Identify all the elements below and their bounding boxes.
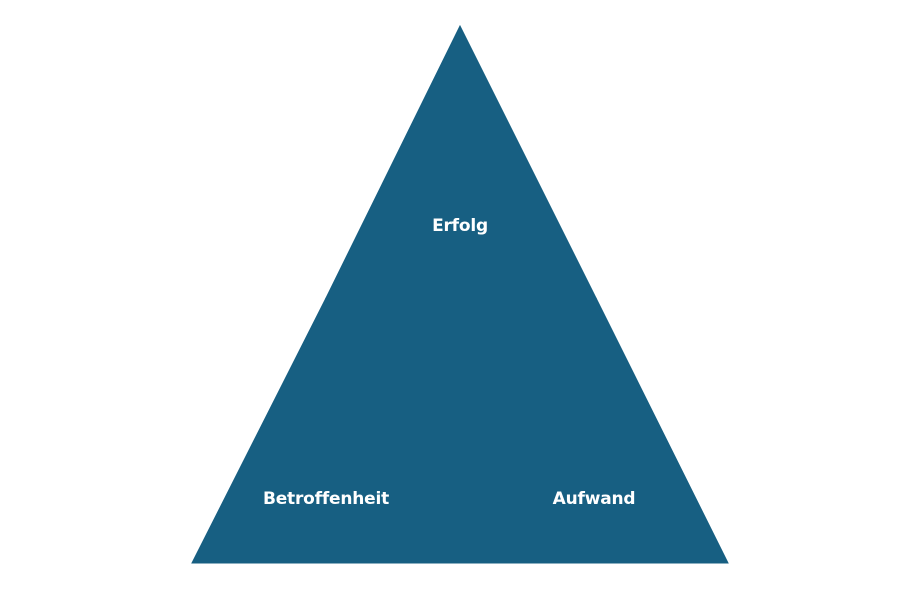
triangle-segment-bottom-left <box>191 297 461 564</box>
triangle-segment-bottom-right <box>459 297 729 564</box>
segment-label-betroffenheit: Betroffenheit <box>262 489 390 509</box>
segment-label-erfolg: Erfolg <box>432 216 488 236</box>
triangle-segment-top <box>325 24 597 299</box>
segment-label-aufwand: Aufwand <box>552 489 636 509</box>
